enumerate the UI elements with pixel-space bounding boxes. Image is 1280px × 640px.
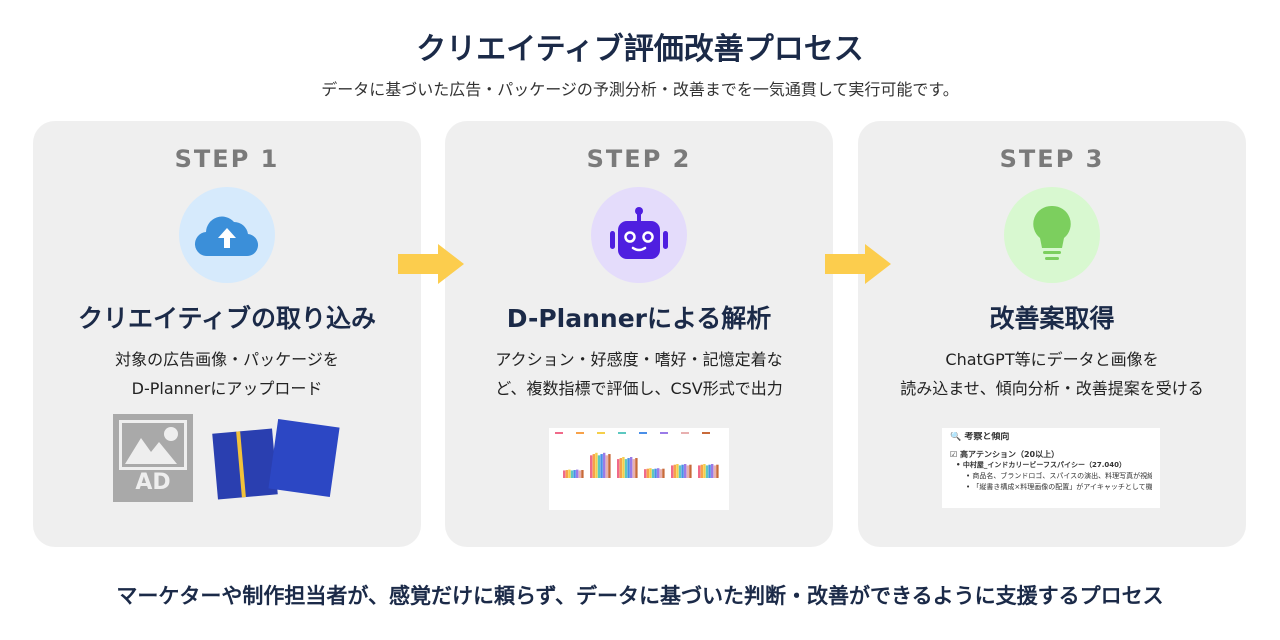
mini-bar (657, 468, 660, 478)
mini-bar (576, 469, 579, 478)
mini-bar (644, 469, 647, 478)
mini-bar (600, 454, 603, 478)
mini-bar (654, 468, 657, 478)
ad-image-icon: AD (113, 414, 193, 502)
step-heading: クリエイティブの取り込み (77, 304, 376, 333)
mini-bar (627, 458, 630, 478)
mini-bar (603, 452, 606, 478)
insight-sub: • 「縦書き構成×料理画像の配置」がアイキャッチとして機能。 (966, 483, 1152, 491)
mini-bar (622, 457, 625, 478)
mini-bar (592, 454, 595, 478)
package-image (212, 419, 343, 503)
robot-icon (591, 187, 687, 283)
mini-bar (608, 454, 611, 478)
step-heading: 改善案取得 (989, 304, 1115, 333)
mini-bar (686, 465, 689, 478)
mini-bar (649, 468, 652, 478)
arrow-right-icon (398, 244, 464, 284)
insight-sub: • 商品名、ブランドロゴ、スパイスの演出、料理写真が視線集中の起点。 (966, 472, 1152, 480)
insight-thumbnail: 🔍 考察と傾向 ☑ 高アテンション（20以上） • 中村屋_インドカリービーフス… (942, 428, 1160, 508)
mini-bar (651, 469, 655, 478)
mini-bar (684, 464, 687, 478)
mini-bar (676, 464, 679, 478)
lightbulb-icon (1004, 187, 1100, 283)
mini-bar (595, 452, 598, 478)
mini-bar (590, 455, 593, 478)
mini-bar (711, 464, 714, 478)
mini-bar (698, 465, 701, 478)
mini-legend (639, 432, 647, 434)
mini-legend (618, 432, 626, 434)
mini-legend (597, 432, 605, 434)
ad-label: AD (135, 470, 171, 495)
mini-bar (630, 457, 633, 478)
step-description: アクション・好感度・嗜好・記憶定着など、複数指標で評価し、CSV形式で出力 (495, 350, 783, 398)
insight-title: 🔍 考察と傾向 (950, 432, 1010, 442)
mini-bar (605, 455, 608, 478)
mini-bar (570, 470, 574, 478)
page-title: クリエイティブ評価改善プロセス (416, 32, 864, 67)
mini-bar (689, 464, 692, 478)
step-2-card: STEP 2 D-Plannerによる解析 アクション・好感度・嗜好・記憶定着な… (445, 121, 833, 547)
mini-bar (646, 468, 649, 478)
step-heading: D-Plannerによる解析 (506, 304, 772, 333)
step-description: ChatGPT等にデータと画像を読み込ませ、傾向分析・改善提案を受ける (900, 350, 1204, 398)
mini-bar (678, 465, 682, 478)
mini-bar (703, 464, 706, 478)
mini-legend (681, 432, 689, 434)
mini-bar (671, 465, 674, 478)
mini-bar (624, 459, 628, 478)
mini-bar (632, 459, 635, 478)
arrow-right-icon (825, 244, 891, 284)
insight-item: • 中村屋_インドカリービーフスパイシー（27.040） (956, 461, 1127, 469)
cloud-upload-icon (179, 187, 275, 283)
mini-bar (581, 470, 584, 478)
mini-bar (708, 464, 711, 478)
mini-bar (568, 469, 571, 478)
step-label: STEP 3 (999, 145, 1105, 173)
mini-bar (700, 464, 703, 478)
chart-thumbnail (549, 428, 729, 510)
mini-bar (617, 459, 620, 478)
mini-bar (597, 455, 601, 478)
mini-legend (576, 432, 584, 434)
mini-bar (635, 458, 638, 478)
mini-bar (673, 464, 676, 478)
bottom-tagline: マーケターや制作担当者が、感覚だけに頼らず、データに基づいた判断・改善ができるよ… (116, 584, 1164, 608)
mini-bar (565, 470, 568, 478)
mini-bar (659, 469, 662, 478)
page-subtitle: データに基づいた広告・パッケージの予測分析・改善までを一気通貫して実行可能です。 (321, 80, 959, 99)
mini-bar (563, 470, 566, 478)
mini-bar (619, 458, 622, 478)
mini-bar (705, 465, 709, 478)
mini-bar (713, 465, 716, 478)
mini-bar (716, 464, 719, 478)
step-label: STEP 1 (174, 145, 280, 173)
mini-bar (681, 464, 684, 478)
mini-legend (702, 432, 710, 434)
mini-legend (555, 432, 563, 434)
insight-section: ☑ 高アテンション（20以上） (950, 450, 1060, 459)
step-label: STEP 2 (586, 145, 692, 173)
mini-bar (662, 468, 665, 478)
mini-bar-chart (555, 432, 719, 478)
mini-bar (578, 470, 581, 478)
mini-bar (573, 470, 576, 478)
mini-legend (660, 432, 668, 434)
step-3-card: STEP 3 改善案取得 ChatGPT等にデータと画像を読み込ませ、傾向分析・… (858, 121, 1246, 547)
